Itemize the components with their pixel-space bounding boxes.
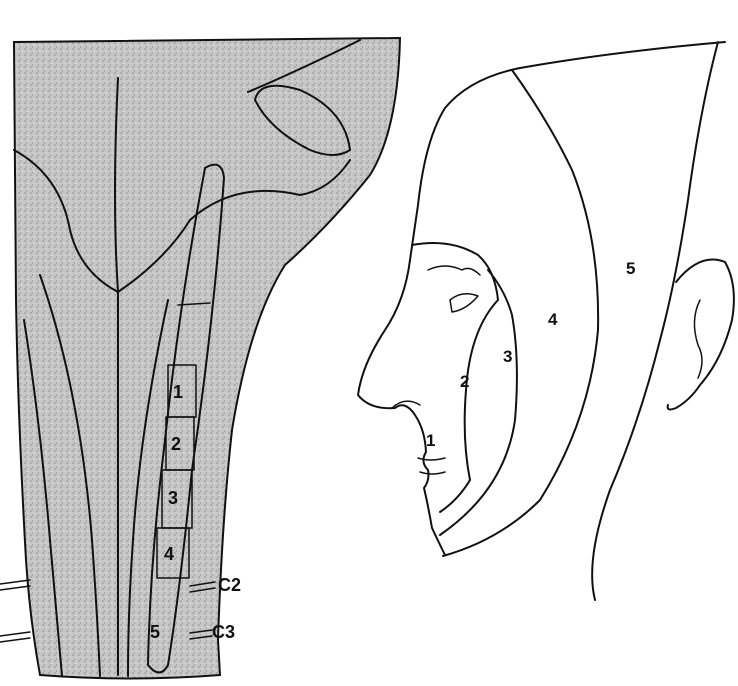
eye (450, 294, 478, 312)
face-diagram: 1 2 3 4 5 (358, 42, 734, 600)
scalp-outline (520, 42, 725, 68)
nerve-label-c2: C2 (218, 575, 241, 595)
zone-label-2: 2 (460, 372, 469, 391)
zone-boundary-3-4 (443, 70, 598, 556)
lips (418, 458, 445, 474)
head-outline (410, 68, 520, 260)
zone-boundary-4-5 (592, 42, 718, 600)
segment-label-4: 4 (164, 544, 174, 564)
zone-label-3: 3 (503, 347, 512, 366)
eyebrow (428, 266, 480, 275)
zone-label-4: 4 (548, 310, 558, 329)
root-left-c3-b (0, 638, 30, 642)
segment-label-2: 2 (171, 434, 181, 454)
zone-label-5: 5 (626, 259, 635, 278)
segment-label-5: 5 (150, 622, 160, 642)
zone-label-1: 1 (426, 431, 435, 450)
face-profile (358, 260, 445, 555)
segment-label-3: 3 (168, 488, 178, 508)
root-left-c2-b (0, 586, 30, 590)
ear-inner (694, 300, 702, 378)
zone-boundary-1-2 (412, 243, 498, 512)
root-left-c2-a (0, 580, 30, 584)
nerve-label-c3: C3 (212, 622, 235, 642)
segment-label-1: 1 (173, 382, 183, 402)
brainstem-diagram: 1 2 3 4 5 C2 C3 (0, 38, 400, 679)
root-left-c3-a (0, 632, 30, 636)
ear (668, 260, 734, 410)
